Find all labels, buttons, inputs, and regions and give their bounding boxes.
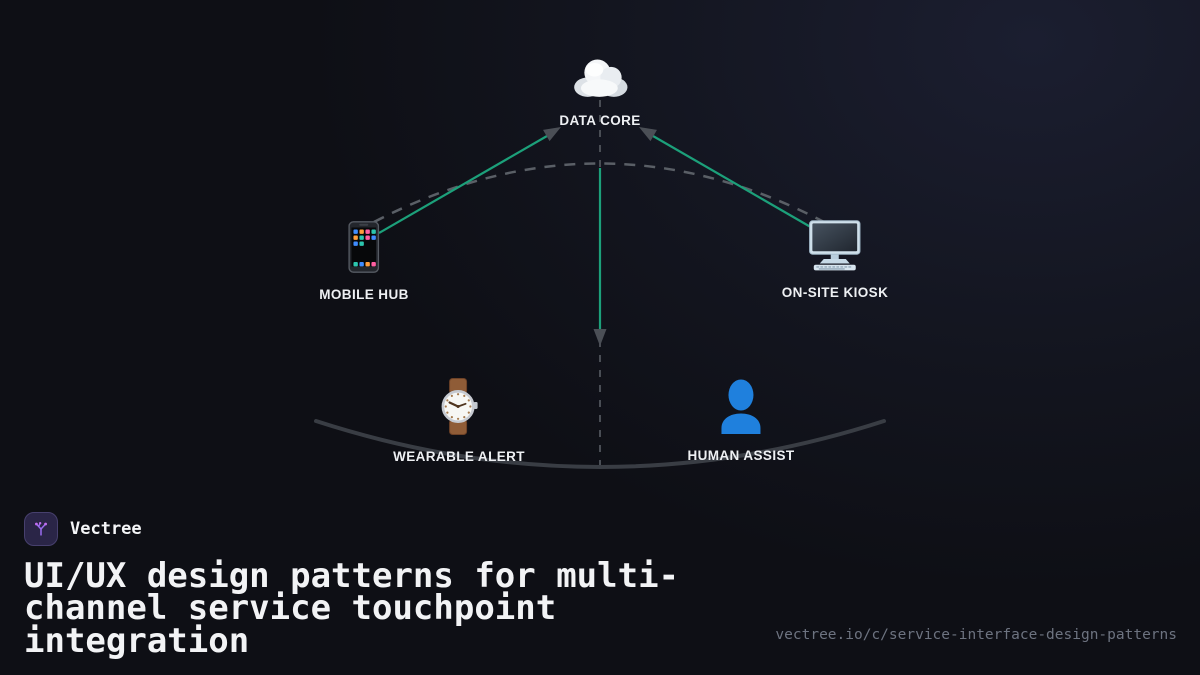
- bottom-arc-line: [314, 419, 886, 469]
- green-line-mobile-to-core: [378, 135, 548, 234]
- cloud-icon: [569, 54, 631, 104]
- arrowhead-down: [593, 329, 607, 346]
- brand-row: Vectree: [24, 511, 679, 546]
- node-label-mobile-hub: MOBILE HUB: [319, 287, 409, 302]
- node-mobile-hub: MOBILE HUB: [319, 221, 409, 302]
- footer: Vectree UI/UX design patterns for multi-…: [24, 511, 680, 661]
- brand-name: Vectree: [70, 518, 142, 539]
- page-title-line-1: UI/UX design patterns for multi-: [24, 555, 680, 596]
- node-on-site-kiosk: ON-SITE KIOSK: [782, 220, 888, 300]
- node-label-on-site-kiosk: ON-SITE KIOSK: [781, 285, 889, 300]
- node-data-core: DATA CORE: [559, 54, 640, 128]
- node-wearable-alert: WEARABLE ALERT: [393, 378, 525, 464]
- node-human-assist: HUMAN ASSIST: [687, 379, 794, 463]
- node-label-wearable-alert: WEARABLE ALERT: [393, 449, 525, 464]
- wrist-watch-icon: [439, 378, 479, 440]
- dashed-arc-line: [373, 162, 825, 224]
- person-bust-icon: [719, 379, 764, 439]
- arrowhead-up-left: [543, 127, 561, 142]
- node-label-human-assist: HUMAN ASSIST: [687, 448, 795, 463]
- page-title: UI/UX design patterns for multi- channel…: [24, 555, 680, 661]
- green-line-kiosk-to-core: [652, 135, 822, 234]
- arrowhead-up-right: [639, 127, 657, 142]
- smartphone-icon: [348, 221, 380, 278]
- node-label-data-core: DATA CORE: [559, 113, 641, 128]
- vectree-logo-icon: [24, 511, 58, 546]
- page-title-line-3: integration: [24, 620, 250, 661]
- desktop-computer-icon: [809, 220, 861, 276]
- page-url: vectree.io/c/service-interface-design-pa…: [775, 627, 1177, 643]
- page-title-line-2: channel service touchpoint: [24, 588, 557, 628]
